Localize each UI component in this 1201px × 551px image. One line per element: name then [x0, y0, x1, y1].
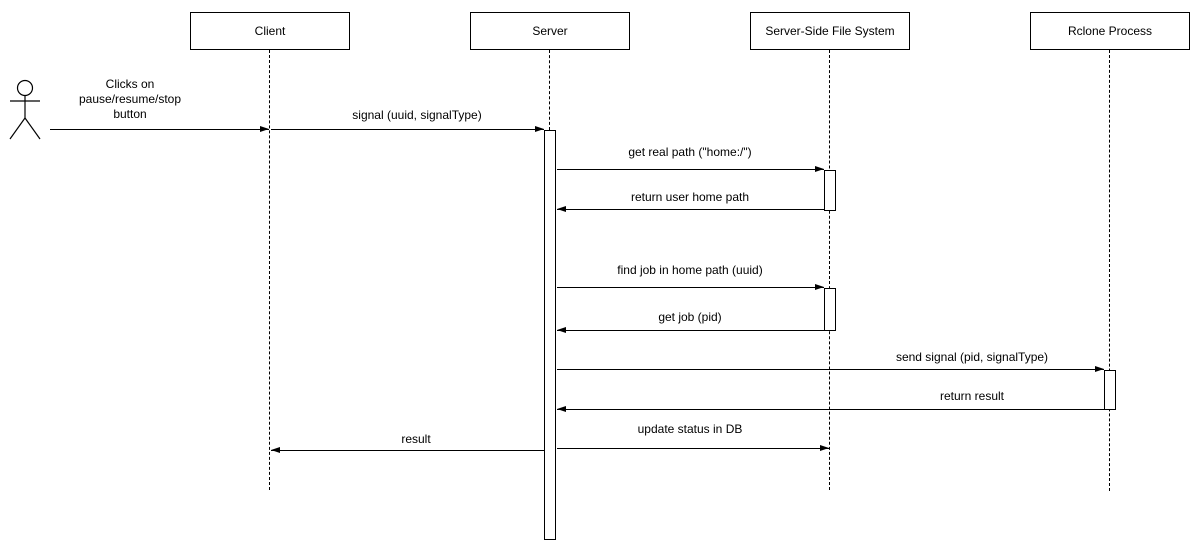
message-label-get-job: get job (pid): [658, 310, 722, 324]
participant-rclone-process-label: Rclone Process: [1067, 24, 1153, 38]
participant-server-label: Server: [532, 24, 568, 38]
message-arrow-get-job: [557, 327, 824, 333]
participant-file-system: Server-Side File System: [750, 12, 910, 50]
activation-server: [544, 130, 556, 540]
message-arrow-signal: [271, 126, 544, 132]
participant-client-label: Client: [254, 24, 286, 38]
message-arrow-find-job: [557, 284, 824, 290]
message-label-send-signal: send signal (pid, signalType): [895, 350, 1049, 364]
message-arrow-result: [271, 447, 544, 453]
lifeline-file-system: [829, 50, 830, 490]
actor-icon: [9, 79, 41, 140]
lifeline-client: [269, 50, 270, 490]
participant-server: Server: [470, 12, 630, 50]
activation-file-system-2: [824, 288, 836, 331]
message-label-update-status: update status in DB: [637, 422, 743, 436]
message-arrow-return-home-path: [557, 206, 824, 212]
activation-file-system-1: [824, 170, 836, 211]
message-arrow-clicks-button: [50, 126, 269, 132]
participant-file-system-label: Server-Side File System: [765, 24, 895, 38]
message-label-get-real-path: get real path ("home:/"): [628, 145, 752, 159]
message-arrow-send-signal: [557, 366, 1104, 372]
message-label-signal: signal (uuid, signalType): [352, 108, 482, 122]
message-label-return-home-path: return user home path: [630, 190, 750, 204]
lifeline-rclone-process: [1109, 50, 1110, 491]
message-arrow-update-status: [557, 445, 829, 451]
message-label-return-result: return result: [939, 389, 1005, 403]
activation-rclone-process: [1104, 370, 1116, 410]
message-arrow-return-result: [557, 406, 1104, 412]
message-label-find-job: find job in home path (uuid): [617, 263, 763, 277]
message-arrow-get-real-path: [557, 166, 824, 172]
message-label-result: result: [401, 432, 431, 446]
lifeline-server: [549, 50, 550, 130]
participant-rclone-process: Rclone Process: [1030, 12, 1190, 50]
message-label-clicks-button: Clicks on pause/resume/stop button: [78, 77, 182, 121]
participant-client: Client: [190, 12, 350, 50]
